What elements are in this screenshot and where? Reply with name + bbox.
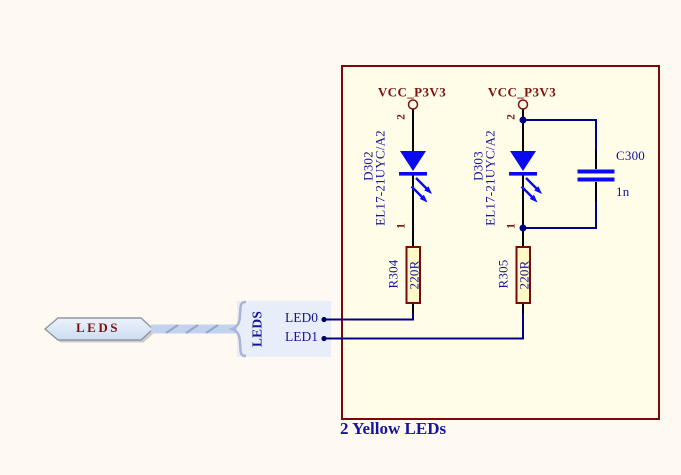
resistor-body-r305[interactable] [515,246,531,304]
r305-designator[interactable]: R305 [495,259,511,289]
power-net-label-2[interactable]: VCC_P3V3 [487,84,557,100]
resistor-body-r304[interactable] [405,246,421,304]
d302-pin1-number: 1 [395,223,408,229]
harness-net-flag[interactable] [43,317,156,343]
power-port-circle-2[interactable] [517,99,529,110]
r305-value[interactable]: 220R [516,260,531,289]
r304-designator[interactable]: R304 [385,259,401,289]
junction-dot-bottom [519,224,527,232]
harness-cable[interactable] [151,324,239,334]
wire-led0[interactable] [326,308,414,321]
wire-cap-bottom[interactable] [523,199,597,229]
d302-value[interactable]: EL17-21UYC/A2 [372,130,388,226]
c300-designator[interactable]: C300 [616,148,645,163]
wire-cap-top[interactable] [523,119,597,152]
led-symbol-d302[interactable] [397,149,434,204]
harness-brace [228,300,247,358]
harness-entry-box[interactable] [237,301,331,357]
circuit-boundary-box [341,65,660,420]
led-symbol-d303[interactable] [507,149,544,204]
c300-value[interactable]: 1n [616,184,630,199]
capacitor-symbol-c300[interactable] [577,169,615,182]
harness-cable-slashes [165,324,219,334]
wire-led1[interactable] [326,308,524,340]
entry-dot-led1 [321,335,327,342]
d303-pin1-number: 1 [505,223,518,229]
power-port-circle-1[interactable] [407,99,419,110]
d302-pin2-number: 2 [395,114,408,120]
net-flag-label[interactable]: LEDS [76,320,120,335]
d303-value[interactable]: EL17-21UYC/A2 [482,130,498,226]
entry-dot-led0 [321,316,327,323]
harness-signal-led1[interactable]: LED1 [285,329,318,344]
sheet-title: 2 Yellow LEDs [340,419,447,438]
d303-pin2-number: 2 [505,114,518,120]
power-net-label-1[interactable]: VCC_P3V3 [377,84,447,100]
r304-value[interactable]: 220R [406,260,421,289]
harness-entry-label[interactable]: LEDS [249,310,265,348]
junction-dot-top [519,116,527,124]
harness-signal-led0[interactable]: LED0 [285,310,318,325]
